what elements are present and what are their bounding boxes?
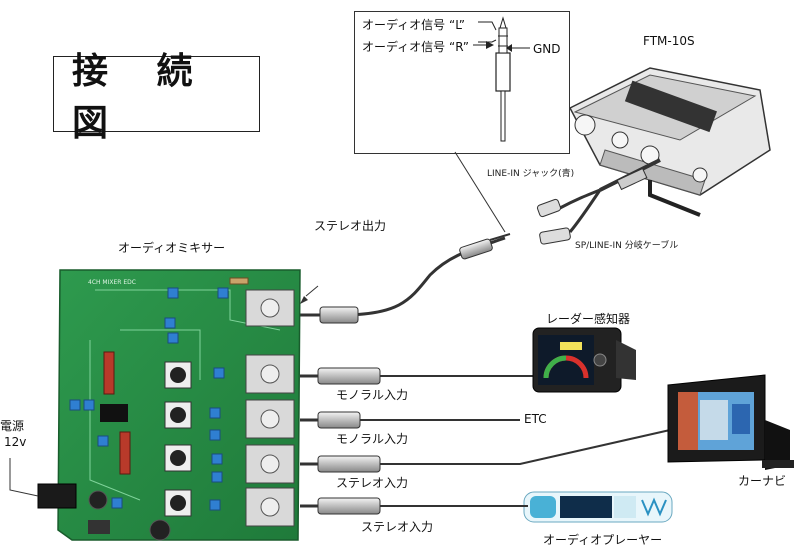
mixer-name: オーディオミキサー [118,241,226,255]
jack-gnd-label: GND [533,42,561,56]
navi-label: カーナビ [738,474,787,488]
jack-l-label: オーディオ信号 “L” [362,18,465,32]
jack-detail-box [354,11,570,154]
linein-label: LINE-IN ジャック(青) [487,169,575,179]
jack-r-label: オーディオ信号 “R” [362,40,469,54]
power-voltage: 12v [4,435,27,449]
radar-label: レーダー感知器 [546,312,631,326]
ftm-name: FTM-10S [643,34,695,48]
mixer-pcb: 4CH MIXER EDC [37,269,301,541]
input-label-4: ステレオ入力 [361,520,434,534]
board-silkscreen: 4CH MIXER EDC [88,279,136,286]
input-label-1: モノラル入力 [336,388,409,402]
input-label-3: ステレオ入力 [336,476,409,490]
split-cable [536,158,661,245]
title-box: 接 続 図 [53,51,260,144]
stereo-out-label: ステレオ出力 [314,219,387,233]
player-label: オーディオプレーヤー [543,533,663,547]
power-label: 電源 [0,419,25,433]
diagram-title: 接 続 図 [72,51,211,144]
input-label-2: モノラル入力 [336,432,409,446]
power-lead [9,458,39,497]
audio-player [523,491,673,523]
etc-label: ETC [524,412,547,426]
stereo-out-cable [300,233,511,324]
input-plugs [300,367,381,515]
jack-illustration [473,16,530,142]
split-cable-label: SP/LINE-IN 分岐ケーブル [575,241,679,251]
car-navigation [667,374,794,470]
radar-detector [532,327,636,393]
input-cables [360,375,671,507]
ftm-10s-unit [568,67,771,217]
